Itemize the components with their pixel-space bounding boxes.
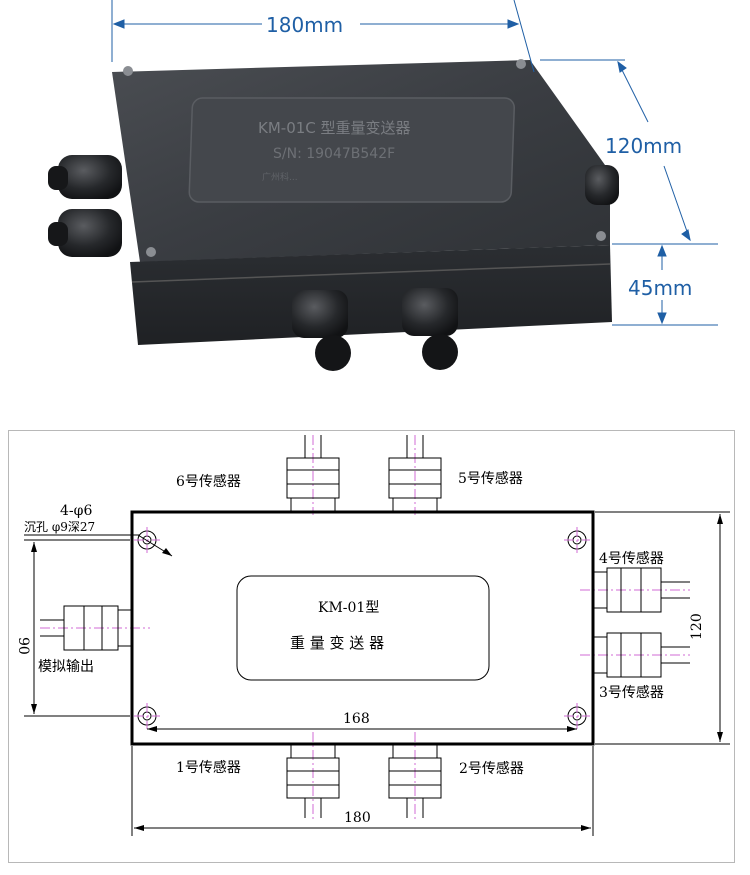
gland-bottom-1 [286, 743, 340, 818]
dim-depth-label: 120mm [605, 134, 682, 158]
hole-icon [564, 703, 590, 729]
sensor-label-3: 3号传感器 [599, 684, 664, 701]
sensor-label-5: 5号传感器 [458, 470, 523, 487]
product-photo: KM-01C 型重量变送器 S/N: 19047B542F 广州科... [48, 0, 718, 371]
lid-serial-text: S/N: 19047B542F [273, 146, 395, 162]
dim-right-value: 120 [689, 613, 705, 640]
gland-top-5 [388, 435, 442, 513]
photo-dimensions [111, 0, 718, 326]
box-outline [130, 510, 595, 746]
gland-left-output [40, 605, 133, 651]
dim-bottom-value: 180 [344, 810, 371, 826]
hole-spec-detail: 沉孔 φ9深27 [24, 520, 95, 534]
screw-icon [146, 247, 156, 257]
gland-right-3 [592, 632, 690, 678]
label-panel [236, 575, 490, 681]
dim-left [24, 539, 130, 717]
analog-output-label: 模拟输出 [38, 659, 94, 675]
lid-maker-text: 广州科... [262, 171, 298, 183]
sensor-label-4: 4号传感器 [599, 550, 664, 567]
screw-icon [516, 59, 526, 69]
sensor-label-1: 1号传感器 [176, 759, 241, 776]
dim-bottom [131, 746, 594, 836]
sensor-label-6: 6号传感器 [176, 473, 241, 490]
lid-label-panel [188, 97, 515, 203]
gland-right-4 [592, 567, 690, 613]
sensor-label-2: 2号传感器 [459, 760, 524, 777]
dim-left-value: 90 [15, 637, 31, 655]
screw-icon [123, 66, 133, 76]
mounting-holes [134, 527, 590, 729]
junction-box: KM-01C 型重量变送器 S/N: 19047B542F 广州科... [112, 59, 612, 345]
device-name: 重 量 变 送 器 [290, 634, 384, 652]
lid-model-text: KM-01C 型重量变送器 [258, 119, 411, 137]
dim-inner-value: 168 [343, 711, 370, 727]
screw-icon [596, 231, 606, 241]
gland-bottom-2 [388, 743, 442, 818]
gland-top-6 [286, 435, 340, 513]
model-title: KM-01型 [318, 600, 379, 616]
dim-width-label: 180mm [266, 13, 343, 37]
cable-glands [48, 155, 619, 371]
dim-inner [147, 726, 577, 732]
dim-right [595, 511, 730, 745]
dim-height-label: 45mm [628, 276, 692, 300]
hole-icon [564, 527, 590, 553]
hole-spec-qty: 4-φ6 [60, 503, 92, 519]
hole-icon [134, 703, 160, 729]
